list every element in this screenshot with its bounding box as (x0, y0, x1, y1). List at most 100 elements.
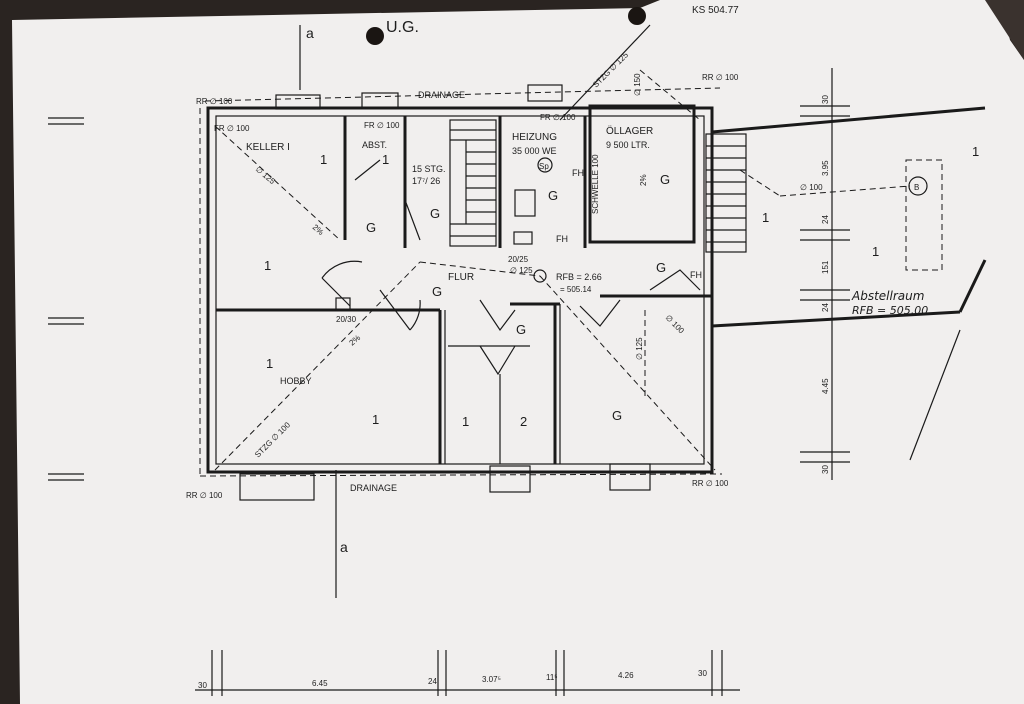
staircase (449, 119, 497, 247)
room-abstellraum-label: Abstellraum (851, 289, 924, 303)
annex-wall-edge (958, 259, 987, 313)
chimney-20-25 (513, 231, 533, 245)
oellager-volume-label: 9 500 LTR. (606, 140, 650, 150)
window-well (489, 465, 531, 493)
mark-1: 1 (972, 144, 979, 159)
dim-bottom: 11⁵ (546, 673, 558, 682)
mark-g: G (432, 284, 442, 299)
rr100-label: RR ∅ 100 (702, 73, 739, 82)
room-oellager-label: ÖLLAGER (606, 125, 653, 137)
punch-hole-right (628, 7, 646, 25)
room-hobby-label: HOBBY (280, 376, 312, 386)
mark-g: G (656, 260, 666, 275)
stairs-label: 15 STG. (412, 164, 446, 174)
sp-circle (537, 157, 553, 173)
pipe-flur (419, 261, 541, 277)
mark-1: 1 (266, 356, 273, 371)
dimension-ticks-right (800, 105, 850, 463)
dimension-ticks-bottom (211, 650, 723, 696)
room-heizung-label: HEIZUNG (512, 132, 557, 143)
dim-right: 151 (821, 260, 830, 274)
ks-label: KS 504.77 (692, 5, 739, 16)
pipe-stzg-125 (559, 24, 651, 121)
oellager-tank-room (588, 104, 696, 244)
room-keller-label: KELLER I (246, 142, 290, 153)
window-well (527, 84, 563, 102)
mark-1: 1 (462, 414, 469, 429)
rfb-flur-label: RFB = 2.66 (556, 272, 602, 282)
exterior-stair (705, 133, 747, 253)
door-swing (649, 269, 701, 291)
dim-bottom: 24 (428, 677, 437, 686)
rr100-label: RR ∅ 100 (196, 97, 233, 106)
window-well (239, 473, 315, 501)
drainage-line-top (204, 87, 721, 102)
section-marker-top: a (306, 25, 314, 41)
d125-vertical-label: ∅ 125 (635, 337, 644, 360)
window-well (361, 92, 399, 109)
mark-g: G (516, 322, 526, 337)
b-marker (908, 176, 928, 196)
mark-2: 2 (520, 414, 527, 429)
paper-corner-shadow (985, 0, 1024, 60)
chimney-20-30-label: 20/30 (336, 315, 357, 324)
heizung-power-label: 35 000 WE (512, 146, 557, 156)
dim-bottom: 3.07⁵ (482, 675, 501, 684)
mark-g: G (660, 172, 670, 187)
mark-g: G (366, 220, 376, 235)
chimney-20-30 (335, 297, 351, 311)
pipe-100 (539, 275, 716, 471)
paper (12, 0, 1024, 704)
d125-flur-label: ∅ 125 (510, 266, 533, 275)
dim-right: 4.45 (821, 378, 830, 394)
floor-drain (533, 269, 547, 283)
fr100-label: FR ∅ 100 (540, 113, 576, 122)
mark-1: 1 (762, 210, 769, 225)
mark-1: 1 (872, 244, 879, 259)
dim-right: 30 (821, 465, 830, 474)
stairs-ratio-label: 17⁷/ 26 (412, 176, 440, 186)
door-swing (321, 260, 363, 307)
dim-bottom: 30 (698, 669, 707, 678)
annex-wall-top (711, 106, 986, 134)
dim-bottom: 30 (198, 681, 207, 690)
boiler (514, 189, 536, 217)
door-swing (354, 159, 421, 241)
dim-bottom: 4.26 (618, 671, 634, 680)
annex-wall-bottom (711, 310, 961, 328)
dim-bottom: 6.45 (312, 679, 328, 688)
outer-wall-inner (215, 115, 705, 465)
d150-label: ∅ 150 (633, 73, 642, 96)
window-well (275, 94, 321, 110)
fh-label: FH (572, 168, 584, 178)
d100-annex-label: ∅ 100 (800, 183, 823, 192)
outer-wall (206, 106, 714, 474)
section-marker-bottom: a (340, 539, 348, 555)
pipe-150 (639, 69, 701, 121)
door-swing (479, 299, 516, 332)
double-door (448, 345, 530, 376)
fh-label: FH (556, 234, 568, 244)
drainage-label-bottom: DRAINAGE (350, 483, 397, 493)
plan-title: U.G. (386, 19, 419, 36)
room-abst-label: ABST. (362, 140, 387, 150)
pipe-annex (779, 185, 911, 197)
pipe-125 (214, 125, 341, 241)
mark-g: G (548, 188, 558, 203)
door-swing (379, 289, 421, 331)
dim-right: 3.95 (821, 160, 830, 176)
fr100-label: FR ∅ 100 (214, 124, 250, 133)
pipe-stzg-100 (214, 261, 421, 471)
room-flur-label: FLUR (448, 272, 474, 283)
rfb-flur-abs-label: = 505.14 (560, 285, 592, 294)
drainage-label-top: DRAINAGE (418, 90, 465, 100)
mark-1: 1 (264, 258, 271, 273)
dim-right: 24 (821, 303, 830, 312)
mark-g: G (612, 408, 622, 423)
slope-label: 2% (639, 174, 648, 186)
fh-label: FH (690, 270, 702, 280)
abstellraum-tank (905, 159, 943, 271)
rr100-label: RR ∅ 100 (186, 491, 223, 500)
chimney-20-25-label: 20/25 (508, 255, 529, 264)
